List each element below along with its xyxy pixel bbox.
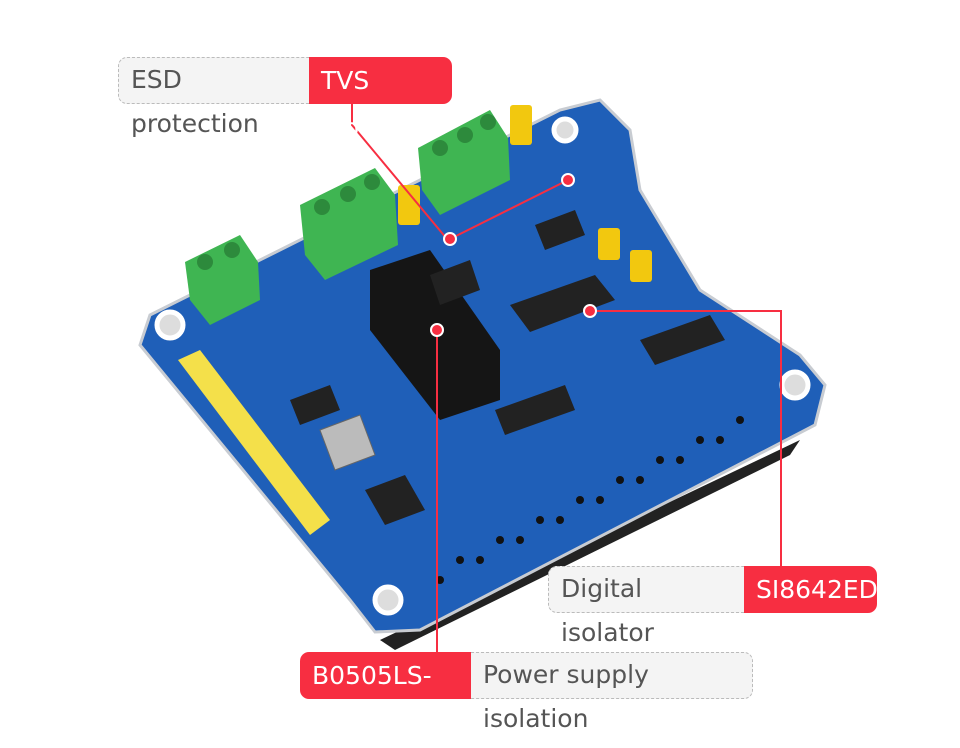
- gpio-header: [178, 350, 330, 535]
- terminal-block-rs485: [300, 168, 398, 280]
- terminal-block-power: [185, 235, 260, 325]
- callout-power-isolation: B0505LS-1W Power supply isolation: [300, 652, 753, 737]
- callout-digital-isolator: Digital isolator SI8642ED: [548, 566, 878, 647]
- callout-description: ESD protection: [118, 57, 309, 138]
- mount-hole: [154, 309, 186, 341]
- mount-hole: [551, 116, 579, 144]
- callout-part: B0505LS-1W: [300, 652, 471, 737]
- callout-tvs-diode: ESD protection TVS diode: [118, 57, 452, 142]
- jumpers: [398, 105, 652, 282]
- chips: [290, 210, 725, 525]
- mount-hole: [372, 584, 404, 616]
- callout-part: TVS diode: [309, 57, 452, 142]
- inductor: [319, 414, 376, 471]
- mount-hole: [779, 369, 811, 401]
- callout-description: Digital isolator: [548, 566, 744, 647]
- terminal-block-can: [418, 110, 510, 215]
- header-holes: [436, 416, 744, 584]
- callout-description: Power supply isolation: [471, 652, 753, 733]
- leader-dots: [430, 173, 597, 337]
- leader-lines: [351, 104, 782, 652]
- callout-part: SI8642ED: [744, 566, 878, 613]
